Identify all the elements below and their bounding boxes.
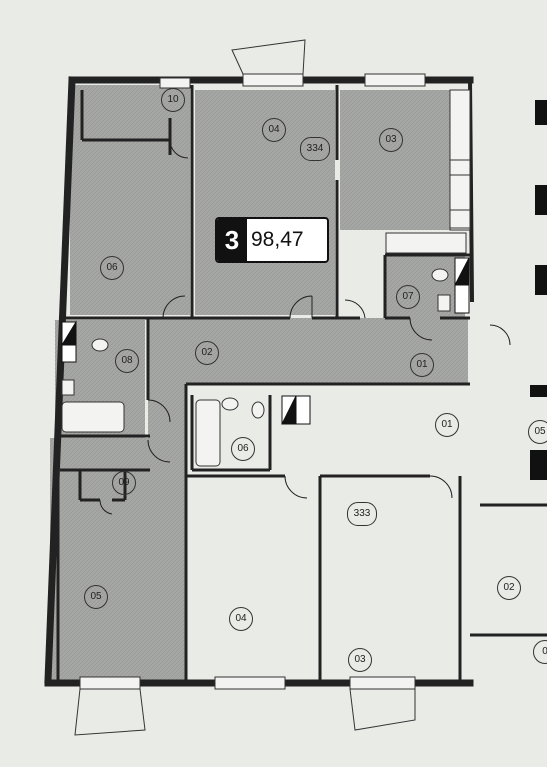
door-swings bbox=[99, 139, 511, 515]
room-label-01-hall: 01 bbox=[410, 353, 434, 377]
interior-walls bbox=[56, 85, 547, 683]
room-label-09: 09 bbox=[112, 471, 136, 495]
room-label-06: 06 bbox=[100, 256, 124, 280]
adjacent-building bbox=[530, 100, 547, 480]
windows bbox=[74, 39, 426, 736]
apartment-badge: 3 98,47 bbox=[215, 217, 329, 263]
room-label-02: 02 bbox=[195, 341, 219, 365]
room-label-02-right: 02 bbox=[497, 576, 521, 600]
apartment-area: 98,47 bbox=[251, 228, 304, 251]
apartment-number: 3 bbox=[217, 219, 247, 261]
room-label-07: 07 bbox=[396, 285, 420, 309]
room-label-04: 04 bbox=[262, 118, 286, 142]
room-label-03-bottom: 03 bbox=[348, 648, 372, 672]
room-label-05-right: 05 bbox=[528, 420, 547, 444]
room-label-03: 03 bbox=[379, 128, 403, 152]
room-label-06-bath: 06 bbox=[231, 437, 255, 461]
room-label-10: 10 bbox=[161, 88, 185, 112]
room-label-08: 08 bbox=[115, 349, 139, 373]
room-label-04-bottom: 04 bbox=[229, 607, 253, 631]
apartment-id-333: 333 bbox=[347, 502, 377, 526]
apartment-id-334: 334 bbox=[300, 137, 330, 161]
room-label-01: 01 bbox=[435, 413, 459, 437]
room-label-05: 05 bbox=[84, 585, 108, 609]
shafts bbox=[61, 257, 470, 425]
fixtures bbox=[61, 89, 471, 467]
